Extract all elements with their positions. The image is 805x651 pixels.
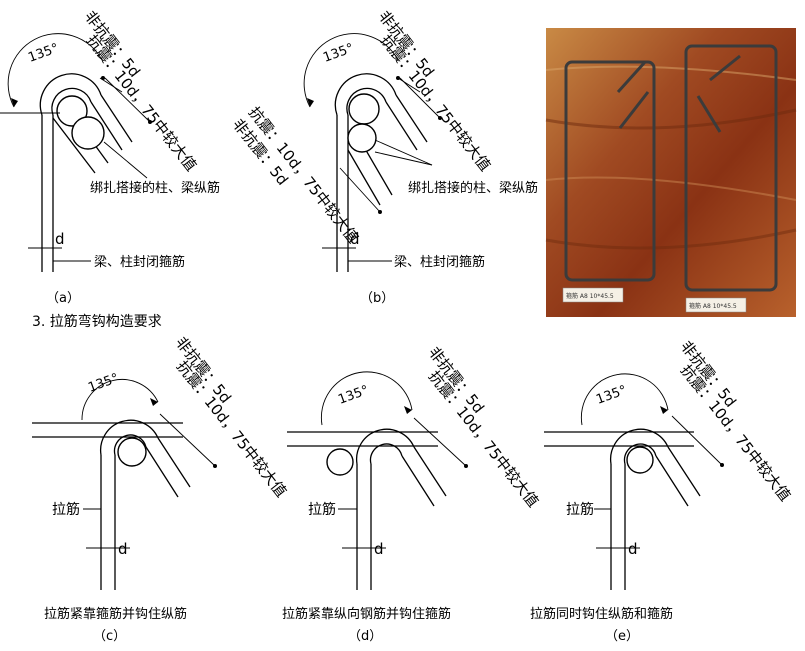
d-label-d: d (374, 540, 384, 558)
stirrup-photo: 箍筋 A8 10*45.5 箍筋 A8 10*45.5 (545, 28, 797, 317)
angle-label-a: 135° (26, 41, 61, 66)
seismic-label-b: 抗震：10d，75中较大值 (377, 31, 494, 174)
caption-c: （c） (93, 629, 126, 644)
caption-d: （d） (348, 629, 382, 644)
figure-b (303, 33, 442, 272)
seismic-lower-label-b: 抗震：10d，75中较大值 (245, 103, 362, 246)
tie-bar-label-e: 拉筋 (566, 501, 594, 518)
tie-bar-label-d: 拉筋 (308, 501, 336, 518)
tie-bar-label-c: 拉筋 (52, 501, 80, 518)
seismic-label-d: 抗震：10d，75中较大值 (425, 367, 542, 510)
description-d: 拉筋紧靠纵向钢筋并钩住箍筋 (282, 606, 451, 622)
d-label-e: d (628, 540, 638, 558)
figure-e (544, 373, 724, 590)
closed-stirrup-label-b: 梁、柱封闭箍筋 (394, 254, 485, 270)
section-heading: 3. 拉筋弯钩构造要求 (32, 313, 162, 330)
angle-label-d: 135° (336, 383, 371, 408)
figure-a (0, 33, 152, 272)
figure-c (32, 379, 217, 590)
closed-stirrup-label-a: 梁、柱封闭箍筋 (94, 254, 185, 270)
bound-bars-label-a: 绑扎搭接的柱、梁纵筋 (90, 180, 220, 196)
photo-tag-right: 箍筋 A8 10*45.5 (689, 302, 737, 310)
seismic-label-c: 抗震：10d，75中较大值 (173, 357, 290, 500)
angle-label-c: 135° (86, 371, 121, 396)
seismic-label-e: 抗震：10d，75中较大值 (677, 361, 794, 504)
caption-b: （b） (360, 291, 394, 306)
bound-bars-label-b: 绑扎搭接的柱、梁纵筋 (408, 180, 538, 196)
d-label-a: d (55, 230, 65, 248)
description-c: 拉筋紧靠箍筋并钩住纵筋 (44, 606, 187, 622)
d-label-c: d (118, 540, 128, 558)
caption-a: （a） (46, 291, 80, 306)
caption-e: （e） (605, 629, 639, 644)
figure-d (287, 371, 468, 590)
photo-tag-left: 箍筋 A8 10*45.5 (566, 292, 614, 300)
angle-label-b: 135° (321, 41, 356, 66)
description-e: 拉筋同时钩住纵筋和箍筋 (530, 606, 673, 622)
d-label-b: d (350, 230, 360, 248)
angle-label-e: 135° (594, 383, 629, 408)
